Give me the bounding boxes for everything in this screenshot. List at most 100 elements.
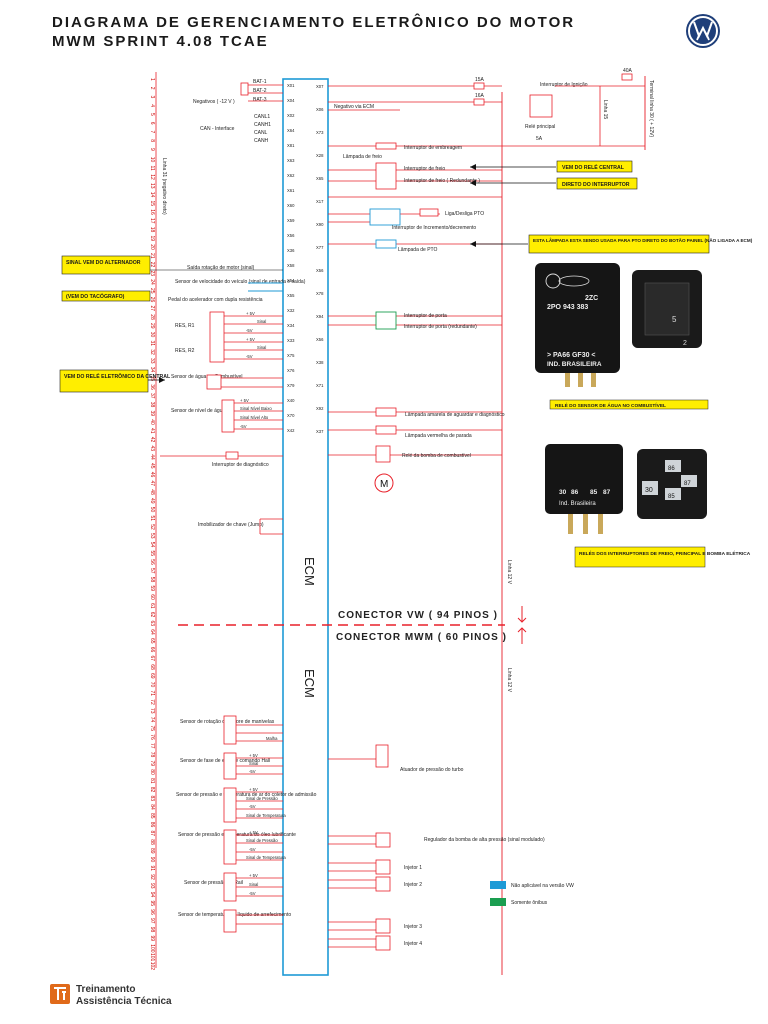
ar-temp-label: Sinal de Temperatura xyxy=(246,813,286,818)
row-number: 10 xyxy=(149,157,155,163)
row-number: 34 xyxy=(149,367,155,373)
connector-arrows-icon xyxy=(517,606,527,644)
fuse5a-label: 5A xyxy=(536,136,543,142)
row-number: 89 xyxy=(149,848,155,854)
imobilizador-label: Imobilizador de chave (Jump) xyxy=(198,522,264,528)
ecm-pin-label: X56 xyxy=(287,233,295,238)
relay2-pin86: 86 xyxy=(571,489,579,496)
row-number: 2 xyxy=(149,87,155,90)
footer-line2: Assistência Técnica xyxy=(76,996,172,1007)
relay-photo-2: 30 86 85 87 Ind. Brasileira 86 30 87 85 … xyxy=(545,444,751,568)
ecm-pin-label: X70 xyxy=(287,413,295,418)
row-number: 27 xyxy=(149,306,155,312)
ecm-pin-label: X04 xyxy=(287,98,295,103)
row-number: 94 xyxy=(149,892,155,898)
ecm-pin-label: X81 xyxy=(287,143,295,148)
row-number: 86 xyxy=(149,822,155,828)
relay2-pin30: 30 xyxy=(559,489,567,496)
nivel-alto-label: Sinal Nível Alto xyxy=(240,415,269,420)
canh1-label: CANH1 xyxy=(254,122,271,128)
relay2-pin87: 87 xyxy=(603,489,611,496)
fase-minus5v-label: -5V xyxy=(249,769,256,774)
relay-photo-1: 2ZC 2PO 943 383 > PA66 GF30 < IND. BRASI… xyxy=(535,263,709,410)
res-r2-label: RES, R2 xyxy=(175,348,195,354)
linha31-label: Linha 31 (negativo direto) xyxy=(161,158,167,215)
row-number: 52 xyxy=(149,524,155,530)
ecm-pin-label: X92 xyxy=(316,406,324,411)
oleo-minus5v-label: -5V xyxy=(249,847,256,852)
ar-minus5v-label: -5V xyxy=(249,804,256,809)
lampada-amarela-label: Lâmpada amarela de aguardar e diagnóstic… xyxy=(405,412,505,418)
row-number: 67 xyxy=(149,656,155,662)
relay-2-body xyxy=(545,444,623,514)
row-number: 93 xyxy=(149,883,155,889)
row-number: 28 xyxy=(149,314,155,320)
mwm-sensors-block: Sensor de rotação da árvore de manivelas… xyxy=(176,715,317,933)
row-number: 9 xyxy=(149,148,155,151)
row-number: 54 xyxy=(149,542,155,548)
ecm-label-upper: ECM xyxy=(302,557,317,586)
acc-minus5v-label: -5V xyxy=(246,328,253,333)
note-vem-tacografo: (VEM DO TACÓGRAFO) xyxy=(66,292,125,300)
fase-sinal-label: Sinal xyxy=(249,761,258,766)
legend: Não aplicável na versão VW Somente ônibu… xyxy=(490,881,574,906)
relay-2-back xyxy=(637,449,707,519)
row-number: 72 xyxy=(149,699,155,705)
alternator-block: SINAL VEM DO ALTERNADOR Saída rotação de… xyxy=(61,255,306,302)
title-line-2: MWM SPRINT 4.08 TCAE xyxy=(52,33,269,50)
row-number: 55 xyxy=(149,551,155,557)
relay-back-pin5: 5 xyxy=(672,315,677,324)
lamps-block: Lâmpada amarela de aguardar e diagnóstic… xyxy=(328,407,505,493)
ecm-pin-label: X61 xyxy=(287,188,295,193)
relay2-back-85: 85 xyxy=(668,494,675,500)
fase-5v-label: + 5V xyxy=(249,753,258,758)
legend-green-swatch xyxy=(490,898,506,906)
pto-block: Liga/Desliga PTO Interruptor de Incremen… xyxy=(328,196,753,254)
row-number: 76 xyxy=(149,734,155,740)
oleo-pressao-label: Sinal de Pressão xyxy=(246,838,278,843)
row-number: 48 xyxy=(149,489,155,495)
row-number: 73 xyxy=(149,708,155,714)
ecm-pins-right: X07X06X73X28X65X17X90X77X56X78X94X56X38X… xyxy=(316,84,324,434)
row-number: 60 xyxy=(149,594,155,600)
row-number: 47 xyxy=(149,481,155,487)
row-number: 43 xyxy=(149,446,155,452)
row-number: 35 xyxy=(149,376,155,382)
door-block: Interruptor de porta Interruptor de port… xyxy=(328,311,502,330)
acc-5v2-label: + 5V xyxy=(246,337,255,342)
porta-label: Interruptor de porta xyxy=(404,313,447,319)
rele-principal-icon xyxy=(529,94,553,118)
row-number: 13 xyxy=(149,183,155,189)
ecm-pin-label: X58 xyxy=(287,263,295,268)
ar-pressao-label: Sinal de Pressão xyxy=(246,796,278,801)
porta-redundante-label: Interruptor de porta (redundante) xyxy=(404,324,477,330)
legend-green-label: Somente ônibus xyxy=(511,900,548,906)
row-number: 56 xyxy=(149,559,155,565)
row-number: 80 xyxy=(149,769,155,775)
diagnostic-block: Interruptor de diagnóstico Imobilizador … xyxy=(160,451,283,535)
row-number-scale: 1234567891011121314151617181920212223242… xyxy=(149,78,155,970)
row-number: 49 xyxy=(149,498,155,504)
pedal-label: Pedal do acelerador com dupla resistênci… xyxy=(168,297,263,303)
linha15-label: Linha 15 xyxy=(602,100,608,119)
sensor-nivel-label: Sensor de nível de água xyxy=(171,408,225,414)
ecm-pin-label: X40 xyxy=(287,398,295,403)
terminal30-label: Terminal linha 30 ( + 12V) xyxy=(648,80,654,137)
row-number: 25 xyxy=(149,288,155,294)
treinamento-logo-icon xyxy=(50,984,70,1004)
bat1-label: BAT-1 xyxy=(253,79,267,85)
ecm-pin-label: X54 xyxy=(287,278,295,283)
ecm-pin-label: X76 xyxy=(287,368,295,373)
ecm-pin-label: X59 xyxy=(287,218,295,223)
acc-sinal2-label: Sinal xyxy=(257,345,266,350)
row-number: 77 xyxy=(149,743,155,749)
row-number: 95 xyxy=(149,901,155,907)
relay-back-pin2: 2 xyxy=(683,340,687,347)
row-number: 14 xyxy=(149,192,155,198)
ecm-pins-left: X01X04X02X64X81X63X62X61X60X59X56X36X58X… xyxy=(287,83,295,433)
row-number: 20 xyxy=(149,244,155,250)
row-number: 88 xyxy=(149,839,155,845)
legend-blue-swatch xyxy=(490,881,506,889)
row-number: 17 xyxy=(149,218,155,224)
